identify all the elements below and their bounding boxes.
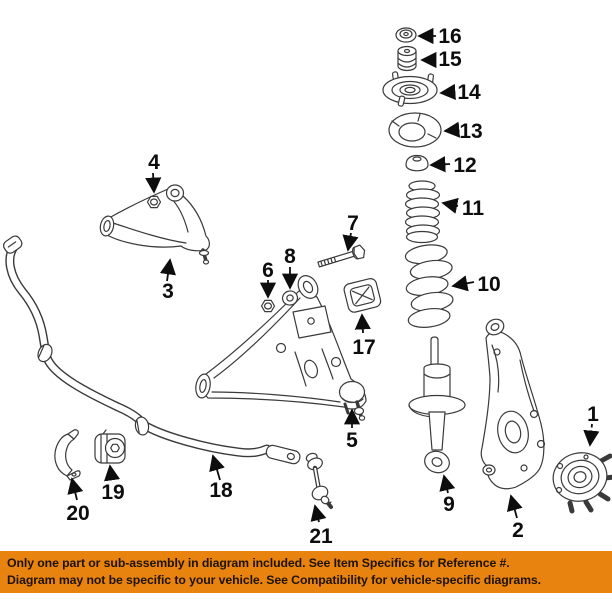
callout-21: 21 — [309, 525, 333, 548]
part-13-spring-seat — [388, 112, 442, 148]
leader-arrows — [67, 27, 600, 523]
part-12-bump-cap — [405, 154, 429, 172]
leader-13 — [443, 121, 461, 138]
callout-19: 19 — [101, 481, 124, 504]
leader-12 — [429, 156, 451, 173]
part-17-cover-plate — [343, 278, 382, 313]
part-7-bolt — [317, 244, 366, 268]
part-16-grommet — [395, 27, 417, 43]
part-6-nut — [260, 299, 276, 313]
leader-4 — [145, 172, 162, 194]
callout-15: 15 — [438, 48, 462, 71]
callout-7: 7 — [347, 212, 359, 235]
callout-8: 8 — [284, 245, 296, 268]
part-1-hub-bearing — [552, 452, 612, 514]
callout-17: 17 — [352, 336, 375, 359]
leader-18 — [209, 454, 225, 481]
disclaimer-line-1: Only one part or sub-assembly in diagram… — [7, 556, 510, 570]
callout-4: 4 — [148, 151, 160, 174]
part-10-coil-spring — [404, 244, 454, 328]
callout-14: 14 — [457, 81, 481, 104]
part-18-end-bracket — [265, 444, 301, 465]
disclaimer-line-2: Diagram may not be specific to your vehi… — [7, 572, 541, 587]
part-18-stabilizer-bar — [2, 235, 301, 465]
leader-7 — [342, 232, 359, 252]
part-19-stabilizer-bushing — [94, 429, 126, 464]
part-15-bushing — [397, 45, 417, 72]
callout-9: 9 — [443, 493, 455, 516]
leader-9 — [439, 474, 456, 494]
leader-11 — [441, 197, 459, 214]
callout-labels: 16 15 14 13 12 11 10 9 1 2 5 21 18 19 20… — [66, 25, 599, 548]
part-4-nut — [146, 195, 162, 209]
part-3-upper-control-arm — [99, 184, 210, 265]
leader-19 — [104, 464, 121, 482]
callout-16: 16 — [438, 25, 461, 48]
callout-13: 13 — [459, 120, 482, 143]
callout-10: 10 — [477, 273, 500, 296]
part-2-steering-knuckle — [480, 318, 546, 490]
leader-14 — [439, 83, 456, 101]
part-5-lower-control-arm — [195, 275, 367, 421]
part-8-washer — [281, 290, 299, 306]
callout-3: 3 — [162, 280, 174, 303]
callout-18: 18 — [209, 479, 233, 502]
callout-11: 11 — [462, 197, 485, 220]
part-11-dust-boot — [404, 180, 441, 244]
leader-1 — [583, 423, 600, 447]
part-20-stabilizer-bracket — [54, 429, 81, 481]
leader-17 — [354, 313, 371, 334]
leader-20 — [67, 477, 84, 501]
part-14-strut-mount — [382, 71, 438, 107]
callout-1: 1 — [587, 403, 599, 426]
leader-2 — [506, 494, 523, 519]
disclaimer-banner: Only one part or sub-assembly in diagram… — [0, 551, 612, 593]
part-9-shock-absorber — [408, 336, 466, 474]
part-21-stabilizer-link — [305, 452, 333, 509]
callout-2: 2 — [512, 519, 524, 542]
callout-6: 6 — [262, 259, 274, 282]
callout-12: 12 — [453, 154, 476, 177]
leader-3 — [159, 258, 176, 282]
leader-21 — [310, 504, 327, 523]
leader-10 — [451, 275, 475, 292]
callout-5: 5 — [346, 429, 358, 452]
callout-20: 20 — [66, 502, 89, 525]
